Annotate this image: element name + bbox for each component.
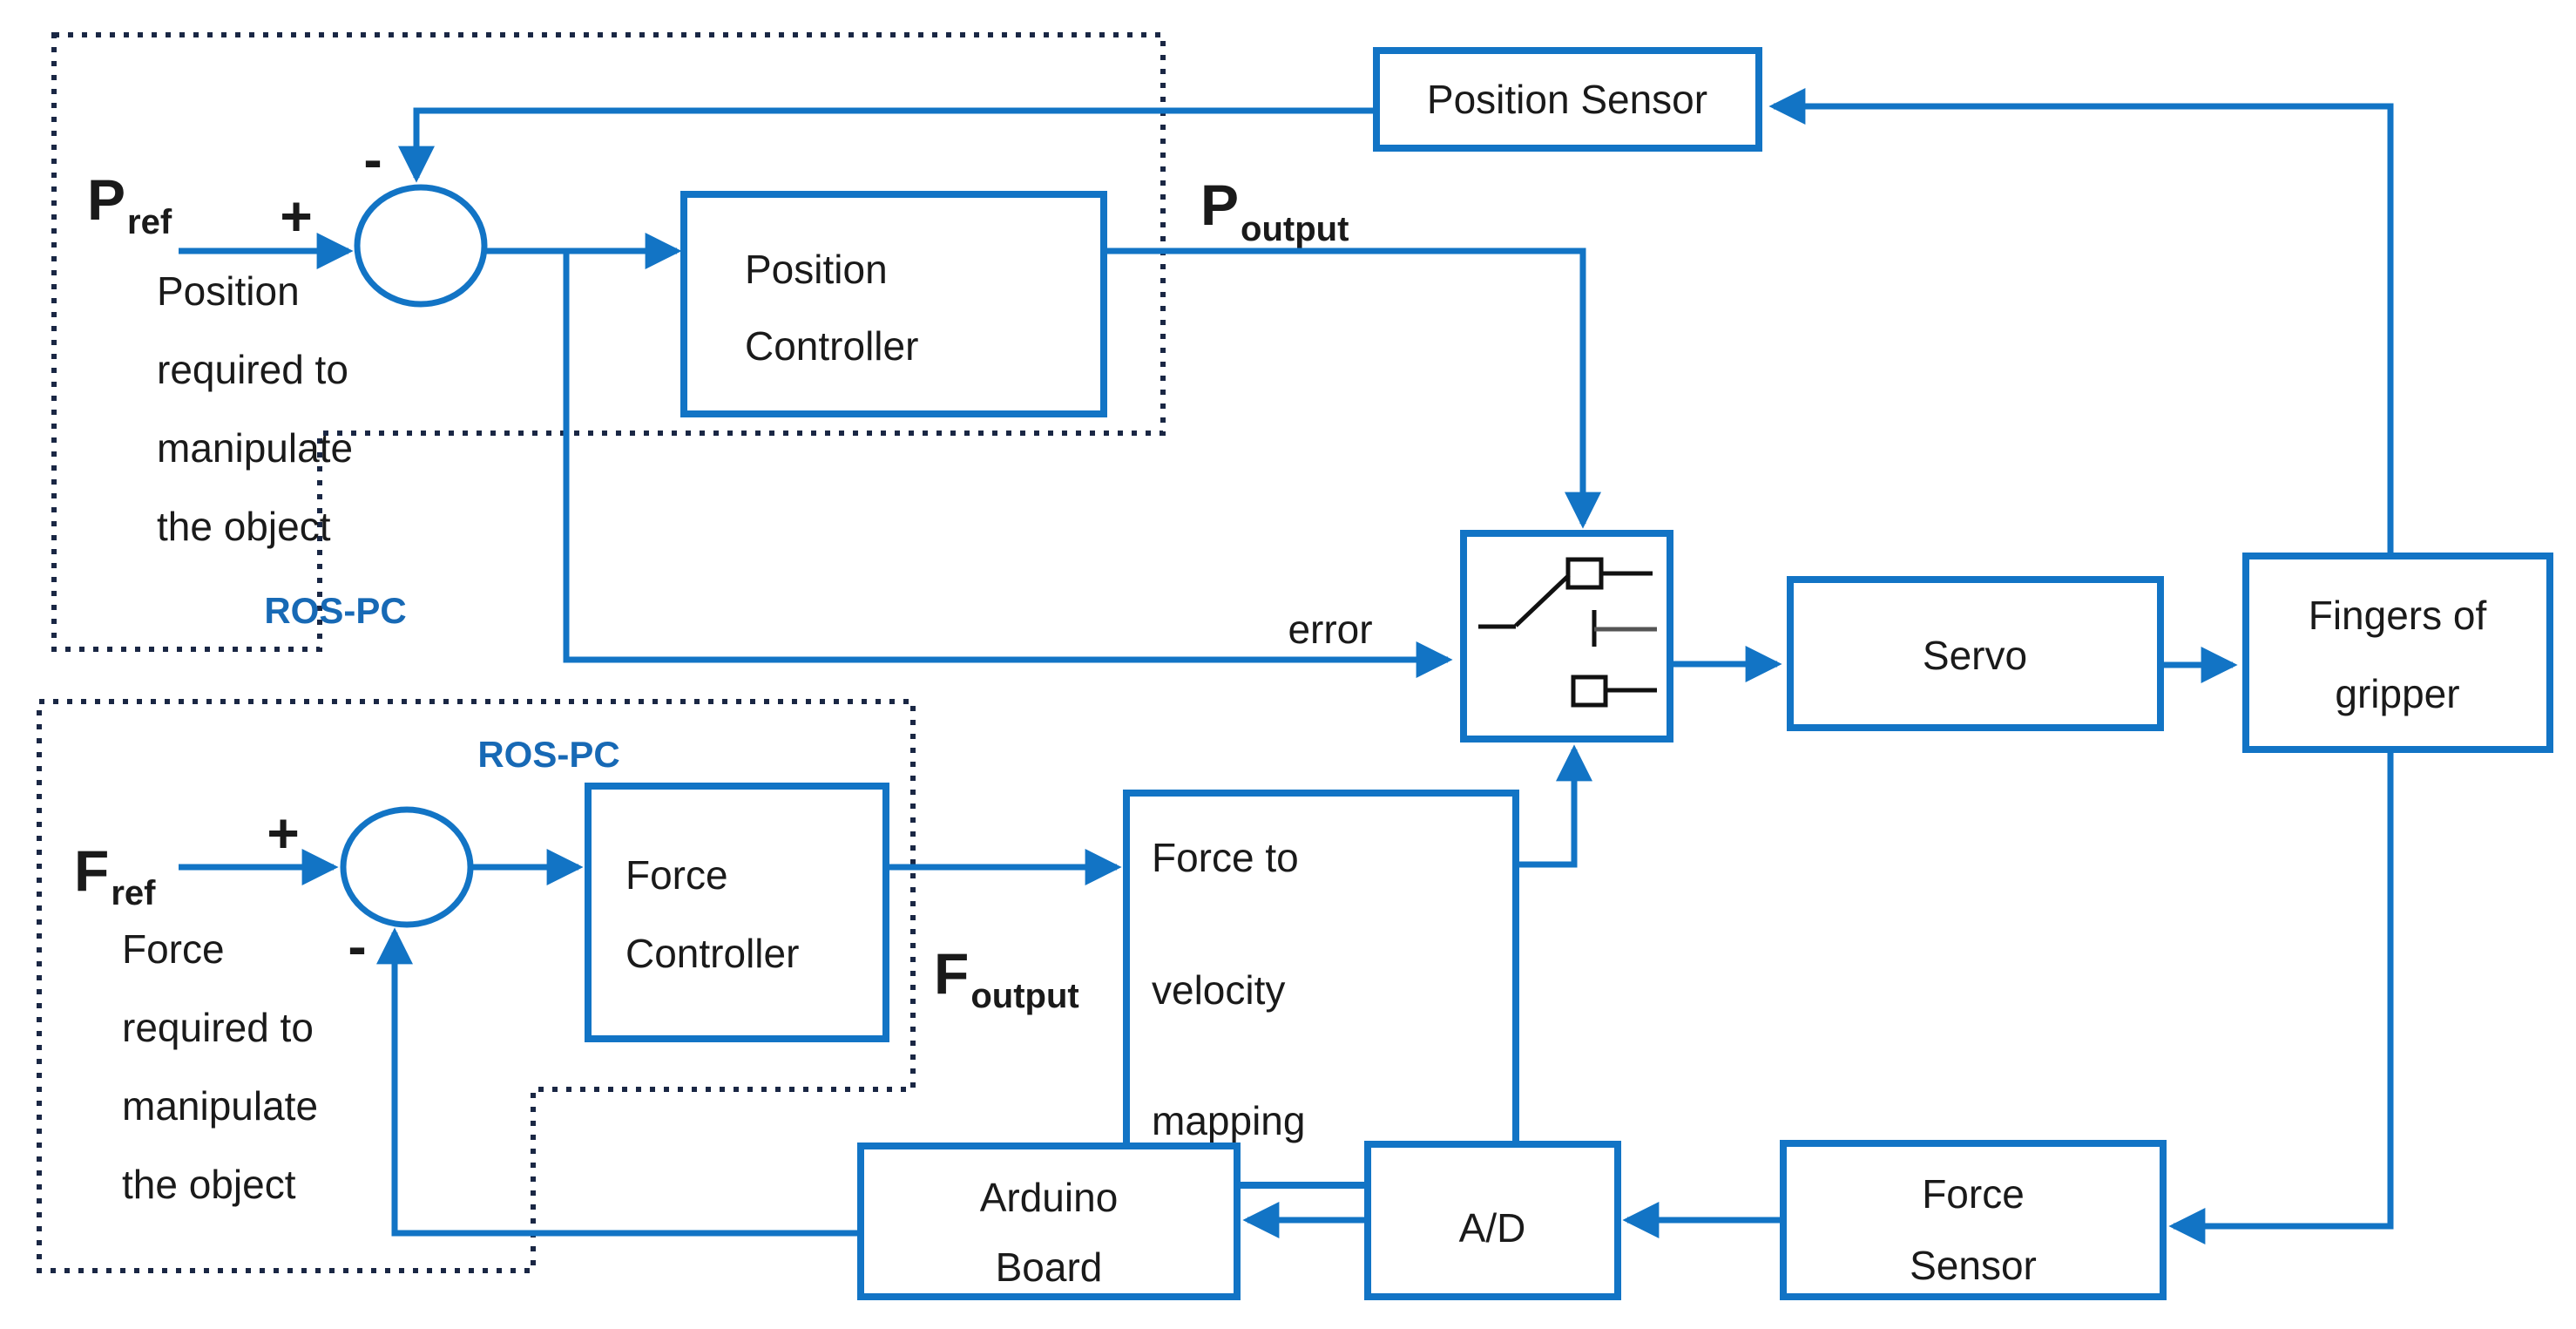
arduino-board-block — [857, 1143, 1241, 1300]
ros-pc-position-boundary — [51, 32, 1166, 652]
servo-block — [1787, 576, 2164, 731]
servo-label: Servo — [1923, 633, 2027, 678]
position-note-4: the object — [157, 504, 331, 549]
force-sensor-block — [1780, 1140, 2167, 1300]
position-minus-sign: - — [363, 128, 382, 191]
force-minus-sign: - — [348, 915, 366, 978]
mapping-label-2: velocity — [1152, 967, 1285, 1013]
fingers-of-gripper-block — [2242, 553, 2553, 753]
force-note-3: manipulate — [122, 1083, 318, 1129]
force-plus-sign: + — [267, 802, 299, 865]
force-to-velocity-mapping-block — [1123, 790, 1519, 1189]
ros-pc-position-label: ROS-PC — [264, 590, 406, 631]
position-sensor-label: Position Sensor — [1427, 77, 1707, 122]
f-ref-label: Fref — [74, 838, 156, 912]
force-note-2: required to — [122, 1005, 314, 1050]
position-note-1: Position — [157, 268, 300, 314]
force-note-4: the object — [122, 1162, 296, 1207]
mapping-to-switch-arrow — [1516, 744, 1592, 868]
position-feedback-arrow — [398, 107, 1376, 183]
switch-symbol-icon — [1478, 557, 1657, 708]
force-note-1: Force — [122, 926, 225, 972]
force-sensor-label-1: Force — [1922, 1171, 2025, 1217]
ros-pc-force-label: ROS-PC — [477, 734, 619, 775]
force-feedback-arrow — [376, 927, 861, 1237]
position-controller-block — [680, 191, 1107, 417]
fingers-label-2: gripper — [2335, 671, 2459, 716]
p-output-arrow — [1104, 247, 1601, 529]
ad-label: A/D — [1459, 1205, 1526, 1251]
f-output-label: Foutput — [934, 941, 1079, 1015]
ros-pc-force-boundary — [37, 699, 916, 1273]
force-controller-label-1: Force — [625, 852, 728, 898]
force-sum-junction — [340, 806, 474, 928]
error-label: error — [1288, 607, 1372, 652]
position-sensor-block — [1373, 47, 1762, 152]
switch-block — [1460, 530, 1673, 742]
error-branch-arrow — [563, 251, 1453, 678]
position-plus-sign: + — [280, 185, 312, 247]
fingers-label-1: Fingers of — [2309, 593, 2487, 638]
force-sensor-label-2: Sensor — [1910, 1243, 2037, 1288]
position-controller-label-2: Controller — [745, 323, 918, 369]
p-output-label: Poutput — [1200, 173, 1349, 248]
position-controller-label-1: Position — [745, 247, 888, 292]
fingers-to-position-sensor-arrow — [1768, 88, 2394, 556]
force-controller-block — [585, 783, 889, 1042]
mapping-label-3: mapping — [1152, 1098, 1305, 1143]
position-note-2: required to — [157, 347, 348, 392]
ad-block — [1364, 1141, 1621, 1300]
arduino-label-1: Arduino — [980, 1175, 1119, 1220]
fingers-to-force-sensor-arrow — [2168, 749, 2394, 1244]
p-ref-label: Pref — [87, 167, 172, 241]
force-controller-label-2: Controller — [625, 931, 799, 976]
arduino-label-2: Board — [996, 1244, 1103, 1290]
position-sum-junction — [354, 184, 488, 308]
mapping-label-1: Force to — [1152, 835, 1299, 880]
position-note-3: manipulate — [157, 425, 353, 471]
